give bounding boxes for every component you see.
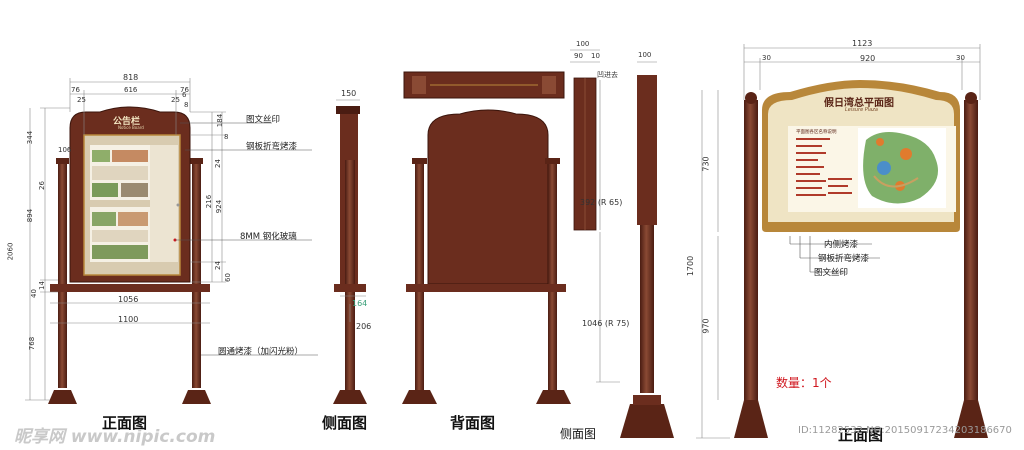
back-view — [402, 71, 571, 404]
dim-24-a: 24 — [213, 159, 222, 168]
notice-board-subtitle: Notice Board — [118, 125, 144, 130]
dim-26: 26 — [37, 181, 46, 190]
side-view-right — [570, 49, 674, 438]
dim-1100: 1100 — [118, 315, 139, 324]
dim-392-r65: 392 (R 65) — [580, 198, 623, 207]
quantity-label: 数量：1个 — [776, 376, 832, 390]
dim-30-a: 30 — [762, 54, 771, 62]
dim-60: 60 — [223, 273, 232, 282]
dim-184: 184 — [216, 113, 225, 128]
note-pole-paint: 圆通烤漆（加闪光粉） — [218, 347, 304, 357]
view-title-front-right: 正面图 — [838, 426, 884, 444]
dimension-lines-left — [25, 78, 226, 401]
view-title-front-left: 正面图 — [102, 414, 148, 432]
dim-344: 344 — [26, 130, 35, 145]
dim-25-b: 25 — [171, 96, 180, 104]
dim-14: 14 — [37, 281, 46, 290]
note-glass: 8MM 钢化玻璃 — [240, 232, 297, 242]
dim-8-b: 8 — [224, 133, 229, 141]
dim-164: 164 — [352, 299, 368, 308]
view-title-side: 侧面图 — [322, 414, 368, 432]
dim-76-b: 76 — [180, 86, 189, 94]
dim-2060: 2060 — [6, 242, 15, 261]
front-view-left — [48, 106, 211, 404]
dim-730: 730 — [701, 156, 711, 172]
view-title-side-right: 侧面图 — [560, 427, 597, 441]
dim-616: 616 — [124, 86, 138, 94]
dim-100-b: 100 — [638, 51, 652, 59]
dim-90: 90 — [574, 52, 583, 60]
dim-106: 106 — [58, 146, 72, 154]
map-board-title: 假日湾总平面图 — [824, 98, 894, 109]
dim-970: 970 — [701, 318, 711, 334]
dim-1056: 1056 — [118, 295, 139, 304]
note-silkscreen-right: 图文丝印 — [814, 268, 849, 278]
watermark-id: ID:11282532 NO:20150917234203186670 — [798, 425, 1012, 436]
front-view-right — [696, 44, 988, 439]
leader-lines-left — [175, 122, 318, 356]
dim-6: 6 — [182, 91, 187, 99]
note-silkscreen-left: 图文丝印 — [246, 115, 281, 125]
dim-24-b: 24 — [213, 261, 222, 270]
dim-894: 894 — [26, 208, 35, 223]
dim-920: 920 — [860, 54, 876, 63]
dim-150: 150 — [341, 89, 357, 98]
note-steel-bend-right: 钢板折弯烤漆 — [818, 254, 870, 264]
notice-board-title: 公告栏 — [113, 117, 141, 127]
map-legend-title: 平面图各区名称说明 — [796, 130, 837, 135]
view-title-back: 背面图 — [450, 414, 496, 432]
dim-1700: 1700 — [686, 255, 696, 277]
dim-8-a: 8 — [184, 101, 189, 109]
note-inner-paint: 内侧烤漆 — [824, 240, 859, 250]
dim-30-b: 30 — [956, 54, 965, 62]
note-recess: 凹进去 — [597, 71, 618, 79]
dim-1046-r75: 1046 (R 75) — [582, 319, 630, 328]
side-view — [333, 99, 367, 404]
dim-40: 40 — [29, 289, 38, 298]
dim-818: 818 — [123, 73, 139, 82]
map-board-subtitle: Leisure Plaza — [845, 107, 878, 113]
note-steel-bend-left: 钢板折弯烤漆 — [246, 142, 298, 152]
dim-76-a: 76 — [71, 86, 80, 94]
dim-100-a: 100 — [576, 40, 590, 48]
dim-1123: 1123 — [852, 39, 873, 48]
dim-216: 216 — [205, 194, 214, 209]
dim-10: 10 — [591, 52, 600, 60]
dim-768: 768 — [28, 336, 37, 351]
dim-25-a: 25 — [77, 96, 86, 104]
dim-206: 206 — [356, 322, 372, 331]
watermark-logo: 昵享网 www.nipic.com — [14, 427, 216, 447]
dim-924: 924 — [215, 199, 224, 214]
